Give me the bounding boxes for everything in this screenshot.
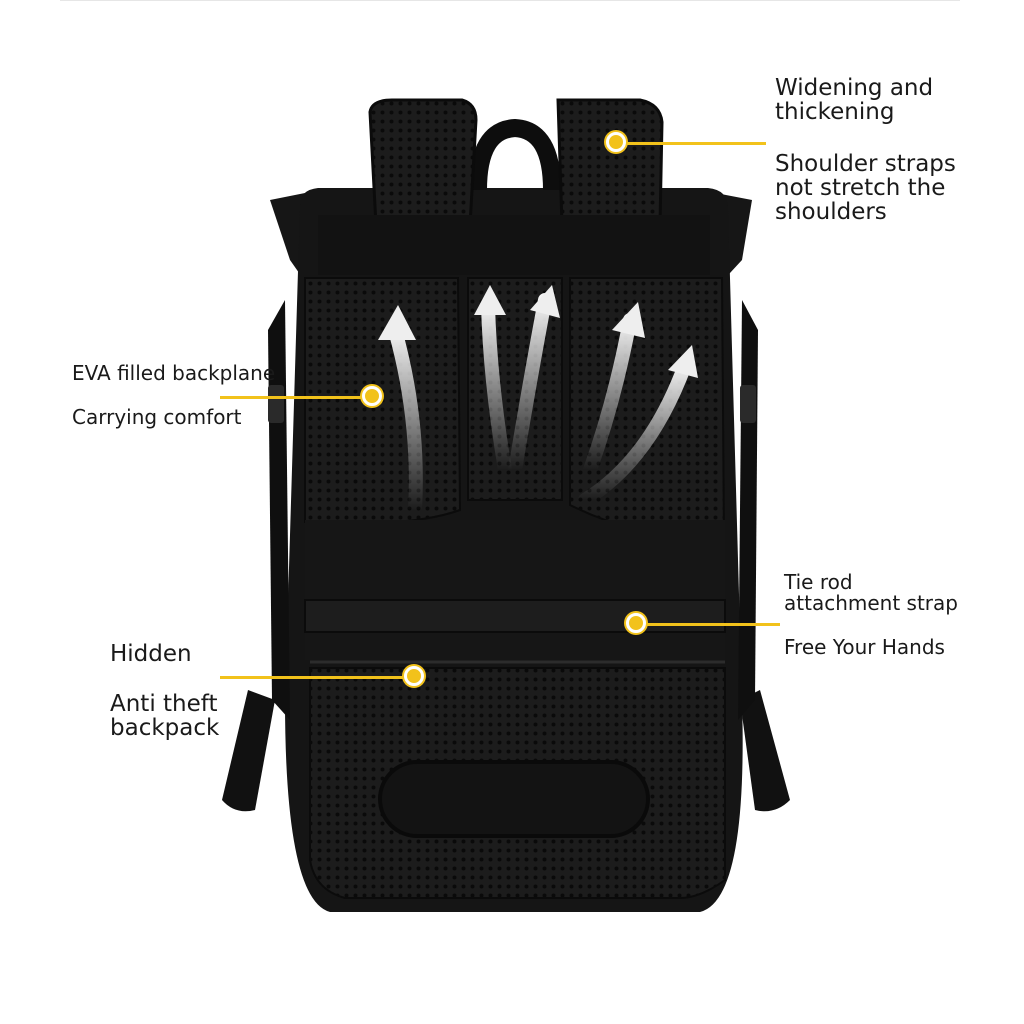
tie-rod-strap (304, 599, 726, 633)
anti-theft-callout-title: Hidden (110, 641, 192, 667)
left-side-strap (222, 690, 275, 812)
airflow-arrowheads (378, 285, 698, 378)
top-handle (469, 118, 561, 191)
lumbar-pad (378, 760, 650, 838)
lower-panel (305, 520, 725, 660)
back-callout-line (220, 396, 370, 399)
anti-theft-callout-dot (404, 666, 424, 686)
right-side-panel (738, 300, 758, 720)
anti-theft-callout-detail: Anti theft backpack (110, 691, 220, 742)
right-side-strap (740, 690, 790, 812)
top-divider (60, 0, 960, 1)
back-callout-detail: Carrying comfort (72, 405, 242, 429)
shoulder-callout-title: Widening and thickening (775, 75, 934, 126)
tie-rod-callout-detail: Free Your Hands (784, 635, 945, 659)
back-callout-dot (362, 386, 382, 406)
top-band (318, 215, 710, 275)
tie-rod-callout-line (640, 623, 780, 626)
airflow-arrows (388, 293, 692, 517)
tie-rod-callout-dot (626, 613, 646, 633)
shoulder-callout-detail: Shoulder straps not stretch the shoulder… (775, 151, 956, 226)
tie-rod-callout-title: Tie rod attachment strap (784, 570, 958, 615)
left-back-pad (304, 277, 462, 525)
left-shoulder-strap (368, 98, 478, 227)
shoulder-callout-dot (606, 132, 626, 152)
anti-theft-callout-line (220, 676, 412, 679)
right-buckle (740, 385, 756, 423)
left-buckle (268, 385, 284, 423)
shoulder-callout-line (620, 142, 766, 145)
right-shoulder-strap (556, 98, 664, 227)
back-callout-title: EVA filled backplane (72, 361, 276, 385)
